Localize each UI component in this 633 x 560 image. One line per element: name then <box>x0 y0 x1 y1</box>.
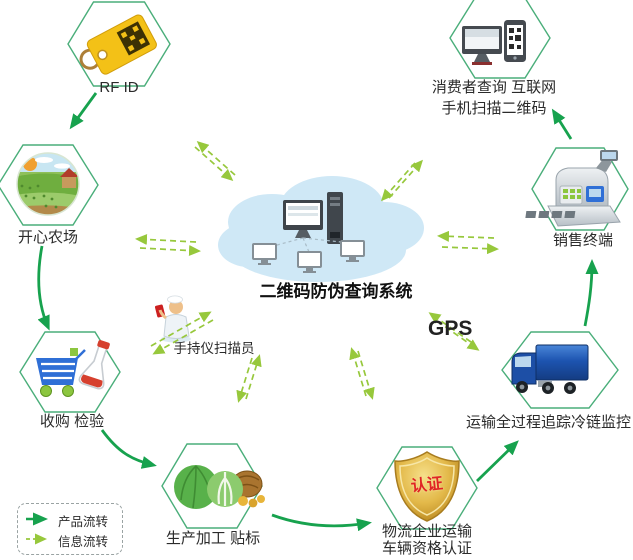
consumer-label-line1: 消费者查询 互联网 <box>431 79 557 96</box>
legend <box>17 503 123 555</box>
client-monitors-icon <box>252 240 365 273</box>
consumer-label-line2: 手机扫描二维码 <box>441 100 547 117</box>
rfid-label: RF ID <box>99 79 139 96</box>
info-flow-arrows <box>135 141 499 403</box>
smartphone-icon <box>504 20 526 62</box>
farm-label: 开心农场 <box>17 229 78 246</box>
monitor-icon <box>462 26 502 65</box>
hexagon-purchase <box>19 331 121 413</box>
cabbage-icon <box>174 465 265 509</box>
certification-badge-icon <box>394 451 460 522</box>
hexagon-farm <box>0 144 99 226</box>
logistics-label: 物流企业运输 车辆资格认证 <box>355 523 499 557</box>
hexagon-transport <box>501 331 619 409</box>
scanner-operator-icon <box>154 295 191 343</box>
logistics-label-line2: 车辆资格认证 <box>381 540 472 557</box>
system-title: 二维码防伪查询系统 <box>259 282 413 301</box>
rfid-tag-icon <box>79 14 157 75</box>
cart-icon <box>36 348 86 397</box>
pos-label: 销售终端 <box>552 232 613 249</box>
production-label: 生产加工 贴标 <box>165 530 261 547</box>
transport-label: 运输全过程追踪冷链监控 <box>465 414 631 431</box>
server-icon <box>283 192 343 244</box>
hexagon-rfid <box>67 1 171 87</box>
legend-info-flow-label: 信息流转 <box>58 535 109 549</box>
product-flow-arrows <box>37 92 599 532</box>
farm-icon <box>16 152 80 216</box>
truck-icon <box>511 344 589 394</box>
cash-register-icon <box>525 150 621 227</box>
hexagon-consumer <box>449 0 551 79</box>
hexagon-logistics <box>376 446 478 530</box>
flask-icon <box>78 340 110 390</box>
consumer-label: 消费者查询 互联网 手机扫描二维码 <box>412 77 576 119</box>
scanner-operator-label: 手持仪扫描员 <box>173 341 255 356</box>
legend-arrows <box>26 512 48 545</box>
gps-label: GPS <box>428 317 473 340</box>
hexagon-pos <box>531 147 629 231</box>
logistics-label-line1: 物流企业运输 <box>381 523 472 540</box>
legend-product-flow-label: 产品流转 <box>58 515 109 529</box>
purchase-label: 收购 检验 <box>39 413 105 430</box>
